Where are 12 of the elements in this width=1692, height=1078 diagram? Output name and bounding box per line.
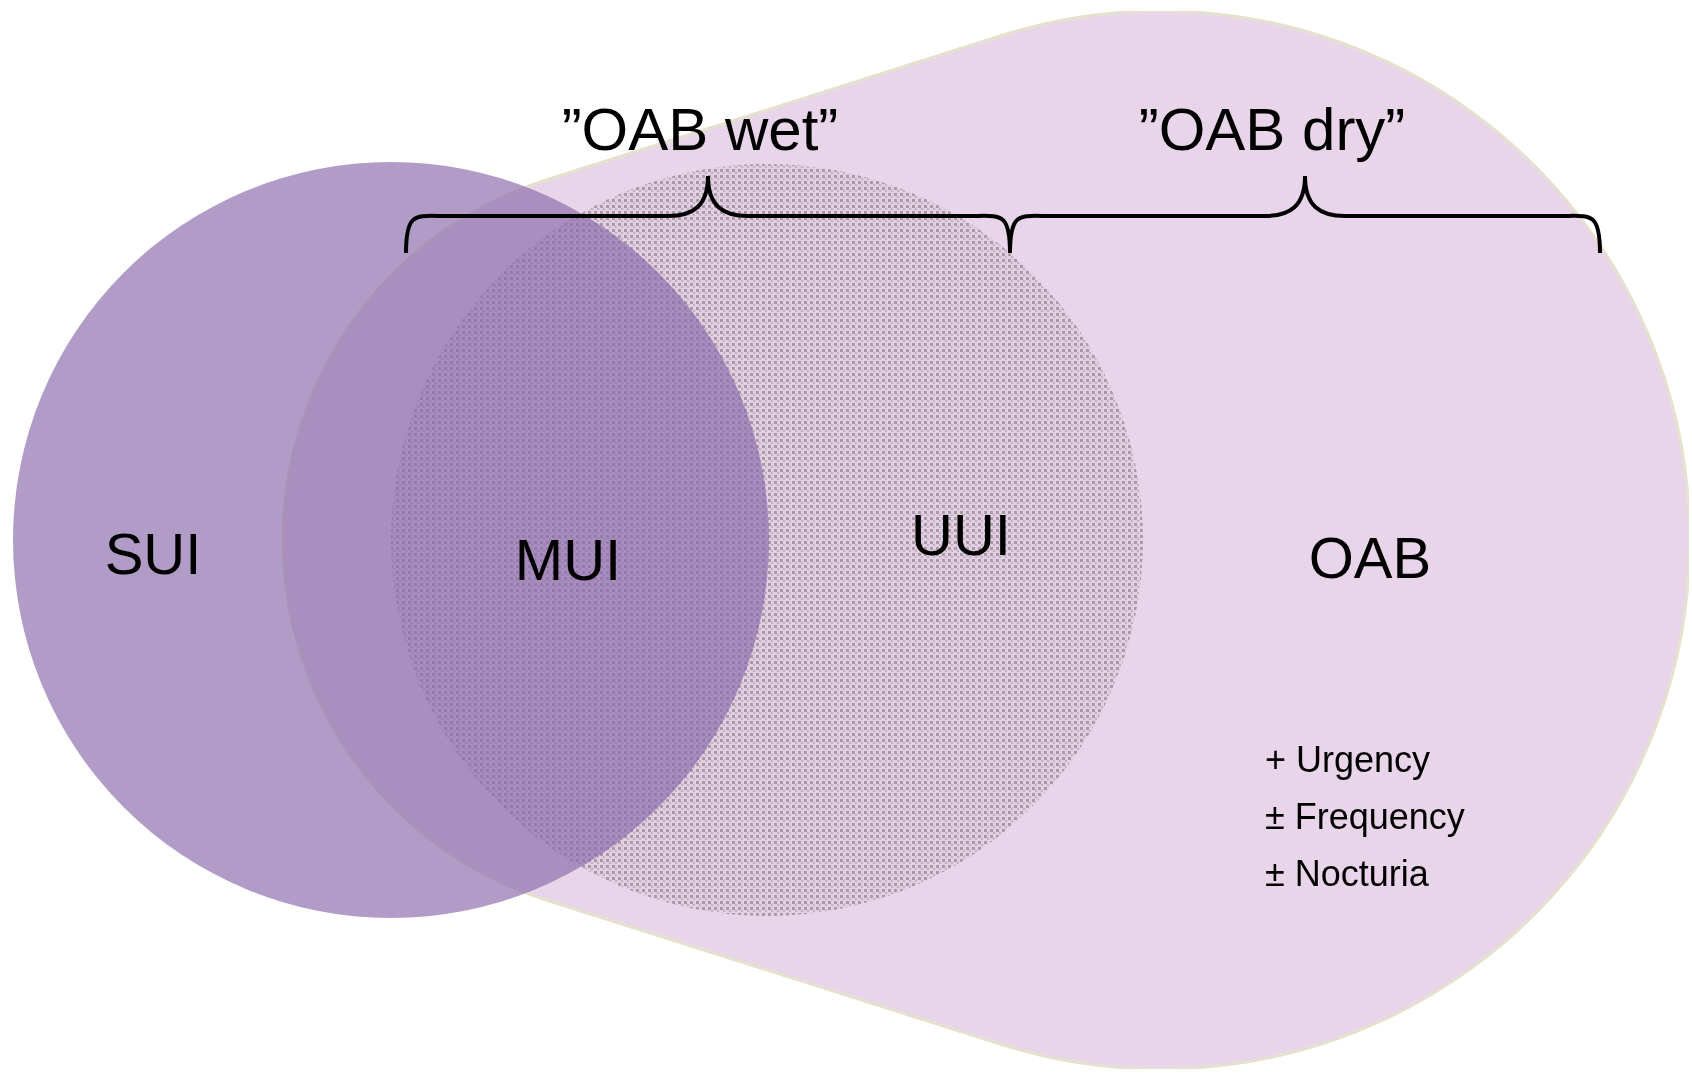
symptom-item: ± Nocturia [1265, 856, 1429, 892]
region-label: OAB [1308, 529, 1432, 587]
region-label: UUI [911, 506, 1011, 564]
bracket-label: ”OAB dry” [1138, 100, 1406, 160]
venn-circle [13, 162, 769, 918]
symptom-item: ± Frequency [1265, 799, 1465, 835]
symptom-item: + Urgency [1265, 742, 1431, 778]
overlap-label: MUI [514, 531, 622, 589]
venn-circle [390, 163, 1144, 917]
bracket-label: ”OAB wet” [561, 100, 839, 160]
region-label: SUI [104, 525, 202, 583]
venn-region [282, 11, 1689, 1069]
